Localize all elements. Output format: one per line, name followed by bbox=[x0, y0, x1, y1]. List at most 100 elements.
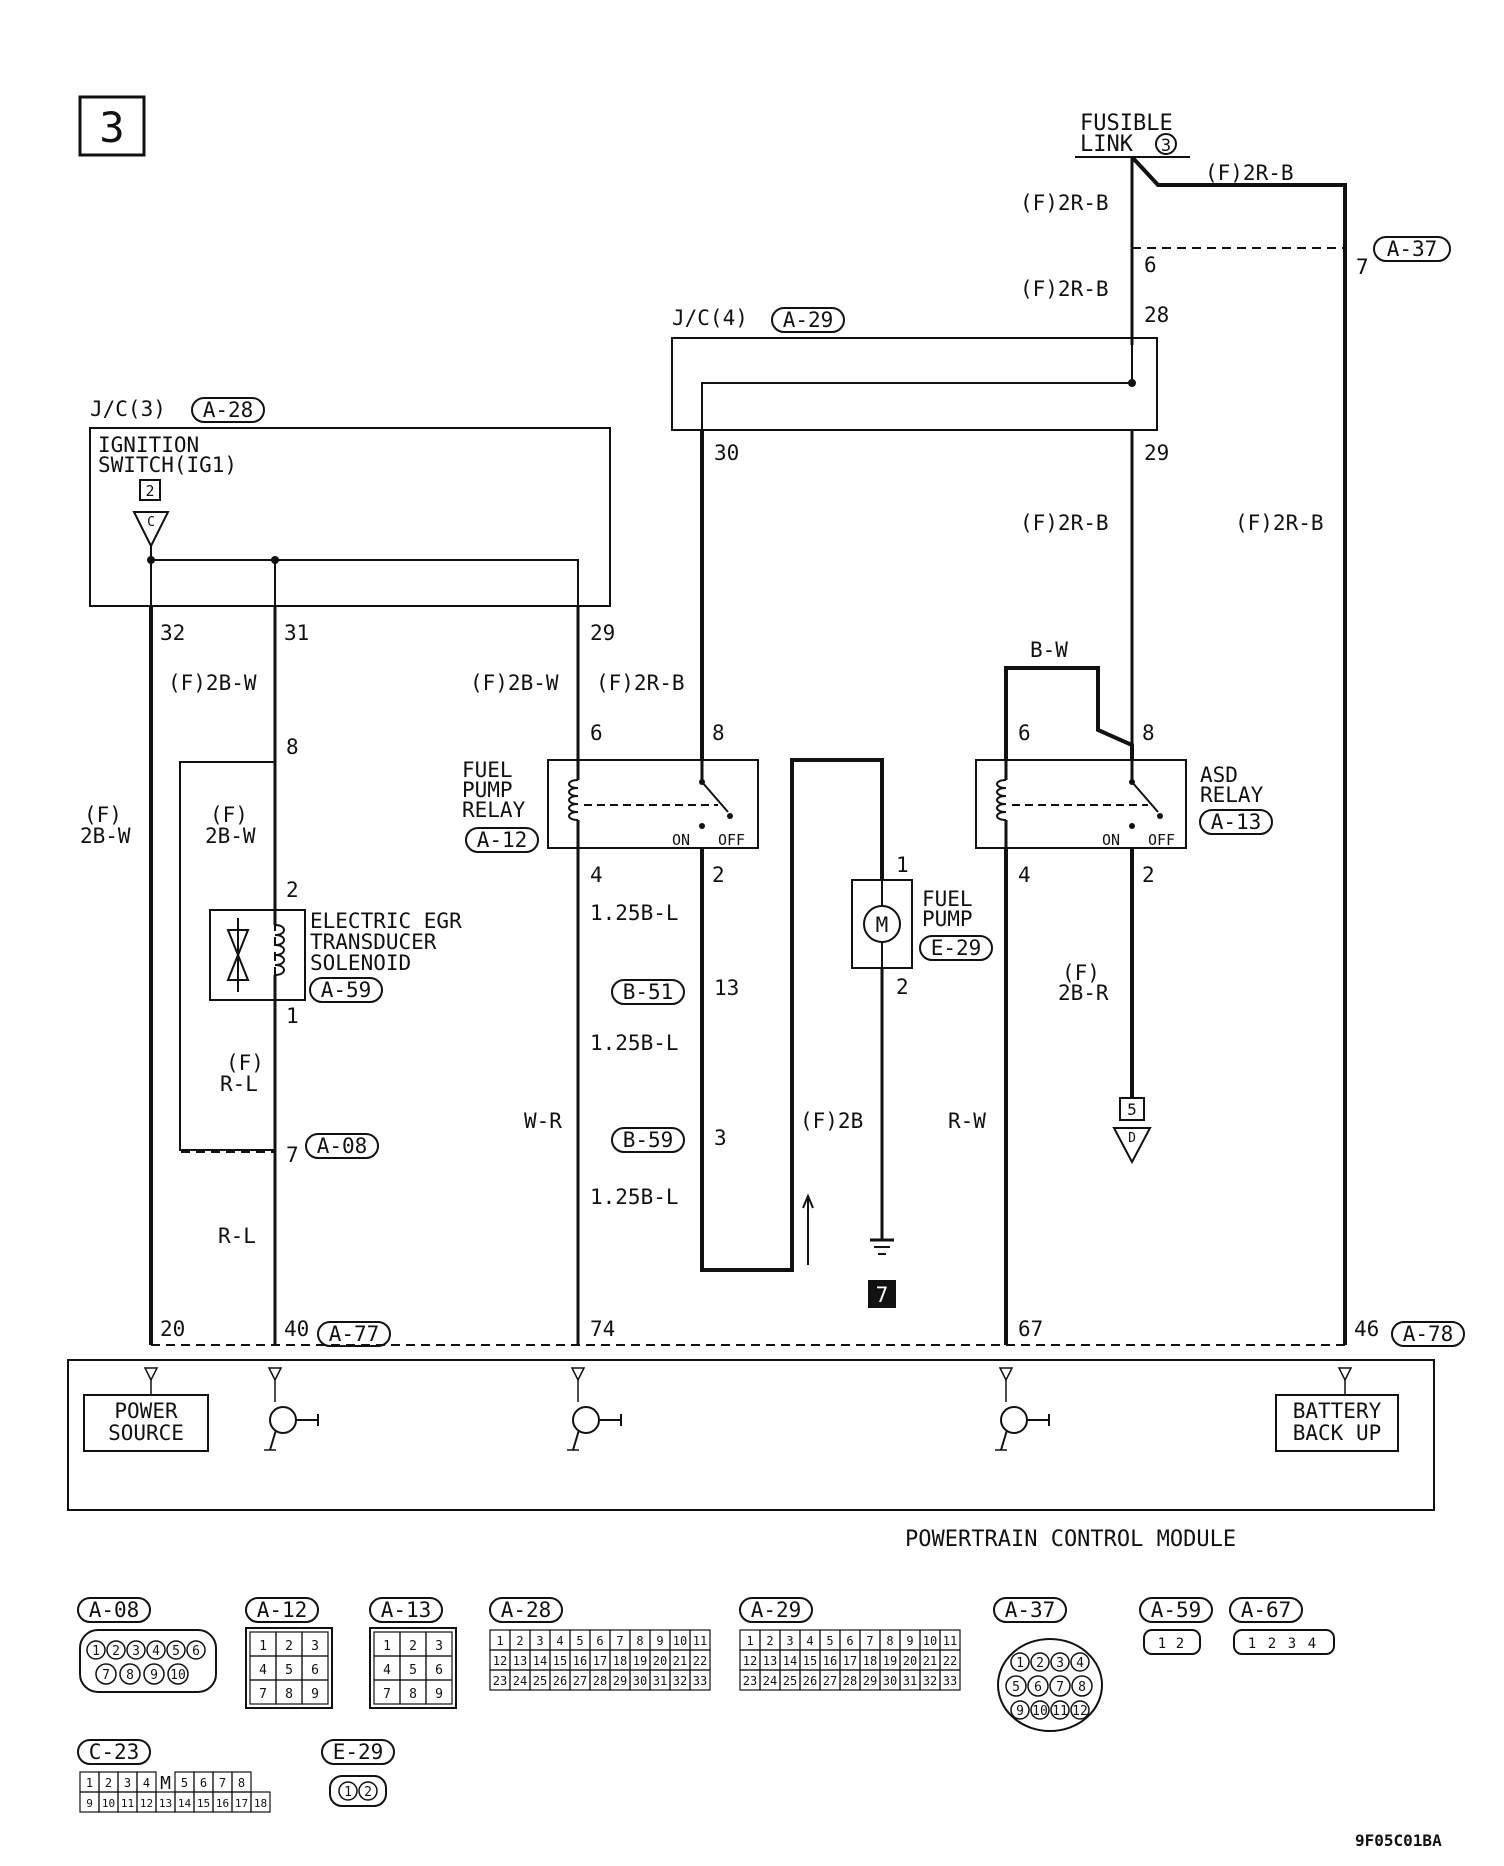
asd-pin2: 2 bbox=[1142, 863, 1155, 887]
fpr-pin6: 6 bbox=[590, 721, 603, 745]
legend-a37-pin-num: 2 bbox=[1036, 1656, 1044, 1671]
page-number-box bbox=[78, 95, 146, 157]
ground-ref-num: 7 bbox=[876, 1283, 889, 1307]
wire-label-rl-upper: R-L bbox=[220, 1072, 258, 1096]
asd-on: ON bbox=[1102, 831, 1120, 849]
legend-a28-pin: 13 bbox=[513, 1654, 527, 1668]
legend-a08-pin-num: 10 bbox=[170, 1668, 186, 1683]
jc3-pin29: 29 bbox=[590, 621, 615, 645]
legend-c23-pin: 5 bbox=[181, 1776, 188, 1790]
legend-a29-pin: 9 bbox=[906, 1634, 913, 1648]
legend-a29-pin: 6 bbox=[846, 1634, 853, 1648]
legend-c23-pin: 3 bbox=[124, 1776, 131, 1790]
wire-label-f2rb-30: (F)2R-B bbox=[596, 671, 685, 695]
legend-a12-pin: 2 bbox=[285, 1639, 293, 1654]
asd-off: OFF bbox=[1148, 831, 1175, 849]
asd-out-box bbox=[1119, 1097, 1145, 1121]
legend-c23-pin: 6 bbox=[200, 1776, 207, 1790]
jc3-conn-box bbox=[191, 397, 265, 423]
jc3-internal-wiring bbox=[147, 546, 579, 606]
b51-pin: 13 bbox=[714, 976, 739, 1000]
legend-a08-pin bbox=[186, 1640, 206, 1660]
legend-a12-pin: 4 bbox=[259, 1663, 267, 1678]
legend-a08-pin bbox=[143, 1663, 165, 1685]
legend-a29-pin: 8 bbox=[886, 1634, 893, 1648]
legend-a28-pin: 5 bbox=[576, 1634, 583, 1648]
page-number: 3 bbox=[99, 103, 124, 152]
legend-c23-pin: 16 bbox=[216, 1797, 229, 1810]
asd-conn: A-13 bbox=[1211, 810, 1262, 834]
power-source-label-2: SOURCE bbox=[108, 1421, 184, 1445]
legend-a12-cell bbox=[301, 1679, 329, 1705]
fpr-conn: A-12 bbox=[477, 828, 528, 852]
fuel-pump-conn-box bbox=[919, 935, 993, 961]
pcm-pin67: 67 bbox=[1018, 1317, 1043, 1341]
legend-a28-pin: 7 bbox=[616, 1634, 623, 1648]
relay-switch-icon bbox=[699, 760, 733, 829]
relay-coil-icon bbox=[568, 760, 718, 848]
legend-a29-pin: 22 bbox=[943, 1654, 957, 1668]
ground-ref-box bbox=[868, 1280, 896, 1308]
legend-c23-mark: M bbox=[160, 1773, 171, 1794]
legend-a67-pin: 1 bbox=[1248, 1636, 1256, 1652]
legend-a28-cell bbox=[689, 1669, 711, 1691]
legend-a67-pin: 4 bbox=[1308, 1636, 1316, 1652]
a08-tag-box bbox=[305, 1133, 379, 1159]
legend-e29-tag-box bbox=[321, 1739, 395, 1765]
motor-letter: M bbox=[876, 913, 889, 937]
legend-a59-shell bbox=[1143, 1629, 1201, 1655]
legend-a08-pin bbox=[86, 1640, 106, 1660]
wire-label-f2rb-left: (F)2R-B bbox=[1020, 191, 1109, 215]
legend-a29-pin: 31 bbox=[903, 1674, 917, 1688]
legend-a28-pin: 29 bbox=[613, 1674, 627, 1688]
fpr-pin4: 4 bbox=[590, 863, 603, 887]
wire-label-f-32: (F) bbox=[84, 803, 122, 827]
legend-a28-pin: 8 bbox=[636, 1634, 643, 1648]
legend-e29-pin bbox=[358, 1781, 378, 1801]
legend-a29-tag: A-29 bbox=[751, 1598, 802, 1622]
a37-tag: A-37 bbox=[1387, 237, 1438, 261]
legend-a28-tag: A-28 bbox=[501, 1598, 552, 1622]
fpr-pin2: 2 bbox=[712, 863, 725, 887]
legend-a37-pin-num: 12 bbox=[1072, 1704, 1088, 1719]
legend-a28-pin: 28 bbox=[593, 1674, 607, 1688]
legend-a29-cell bbox=[939, 1669, 961, 1691]
legend-a29-tag-box bbox=[739, 1597, 813, 1623]
ground-icon bbox=[870, 1238, 894, 1255]
ignition-tri-letter: C bbox=[147, 515, 155, 530]
legend-a29-pin: 28 bbox=[843, 1674, 857, 1688]
asd-out-tri-letter: D bbox=[1128, 1131, 1136, 1146]
legend-c23-pin: 2 bbox=[105, 1776, 112, 1790]
motor-icon bbox=[863, 880, 901, 968]
legend-a08-pin bbox=[119, 1663, 141, 1685]
legend-a29-pin: 5 bbox=[826, 1634, 833, 1648]
legend-a29-pin: 18 bbox=[863, 1654, 877, 1668]
legend-a13-pin: 4 bbox=[383, 1663, 391, 1678]
egr-pin7: 7 bbox=[286, 1143, 299, 1167]
fpr-label-1: FUEL bbox=[462, 758, 513, 782]
power-source-box bbox=[83, 1394, 209, 1452]
legend-a37-pin-num: 11 bbox=[1052, 1704, 1068, 1719]
legend-a37-pin bbox=[1027, 1675, 1049, 1697]
legend-a67-pin: 2 bbox=[1268, 1636, 1276, 1652]
battery-backup-box bbox=[1275, 1394, 1399, 1452]
b51-box bbox=[611, 979, 685, 1005]
pcm-conn1-box bbox=[317, 1321, 391, 1347]
fuel-pump-relay-box bbox=[547, 759, 759, 849]
legend-a28-pin: 24 bbox=[513, 1674, 527, 1688]
legend-a28-pin: 15 bbox=[553, 1654, 567, 1668]
wire-label-f2rb-mid: (F)2R-B bbox=[1020, 277, 1109, 301]
legend-a12-tag: A-12 bbox=[257, 1598, 308, 1622]
fpr-on: ON bbox=[672, 831, 690, 849]
legend-a28-pin: 3 bbox=[536, 1634, 543, 1648]
legend-a28-pin: 30 bbox=[633, 1674, 647, 1688]
legend-a59-tag: A-59 bbox=[1151, 1598, 1202, 1622]
legend-a12-pin: 6 bbox=[311, 1663, 319, 1678]
fuel-pump-pin1: 1 bbox=[896, 853, 909, 877]
jc3-box bbox=[89, 427, 611, 607]
legend-a67-tag: A-67 bbox=[1241, 1598, 1292, 1622]
legend-c23-pin: 12 bbox=[140, 1797, 153, 1810]
legend-a12-pin: 3 bbox=[311, 1639, 319, 1654]
legend-a08-shell bbox=[79, 1629, 217, 1693]
